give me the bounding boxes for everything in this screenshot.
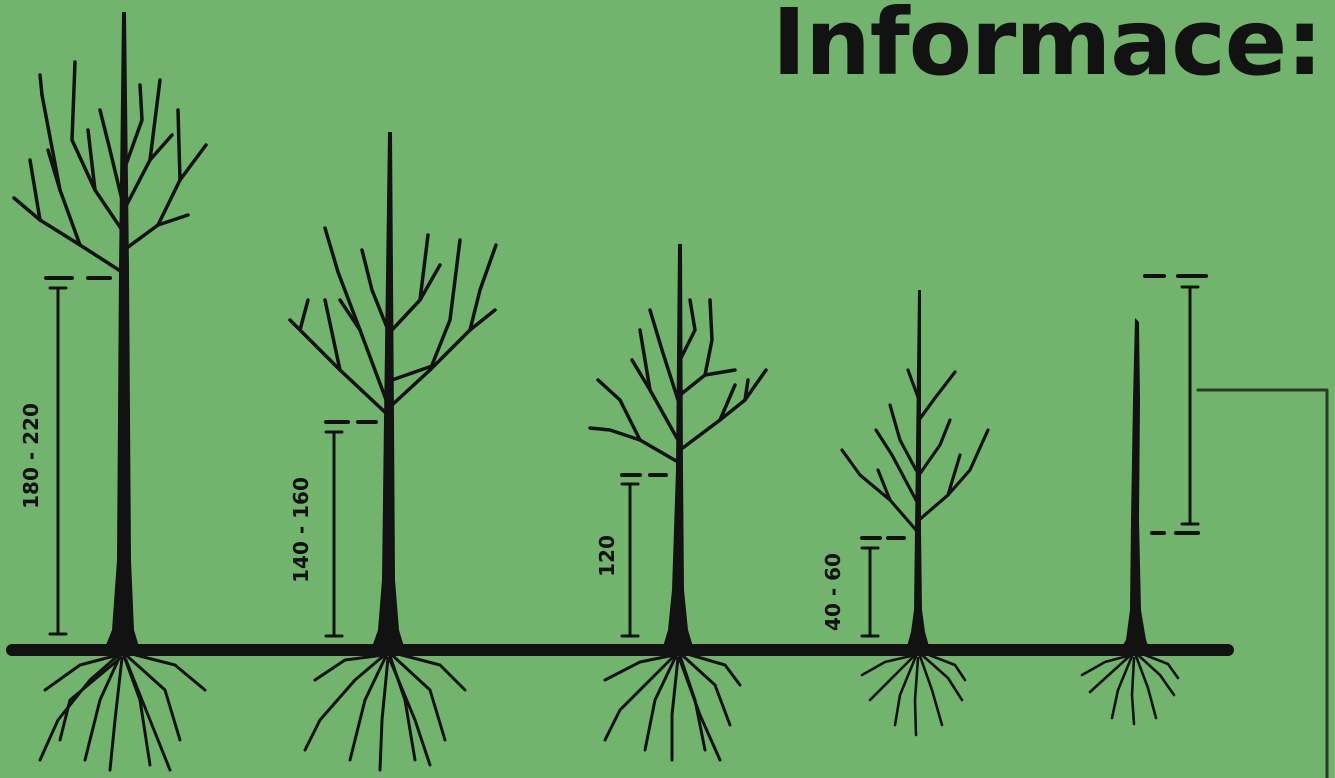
tree-5-roots [1082,652,1178,724]
tree-1 [14,12,206,770]
tree-4-trunk [906,290,930,650]
tree-4-crown [842,370,988,530]
tree-4-roots [862,652,965,735]
tree-1-roots [40,652,205,770]
tree-1-dimension [46,278,110,634]
tree-2-roots [305,652,465,770]
tree-1-trunk [104,12,140,650]
tree-4 [842,290,988,735]
tree-2-dimension [326,422,376,636]
callout-connector [1198,390,1327,778]
tree-3-roots [605,652,740,760]
tree-2 [290,132,496,770]
tree-3 [590,244,766,760]
tree-1-crown [14,62,206,272]
tree-3-dimension [622,475,666,636]
tree-3-height-label: 120 [595,535,619,577]
tree-2-trunk [371,132,405,650]
tree-4-dimension [862,538,904,636]
tree-5-trunk [1120,318,1150,650]
tree-2-height-label: 140 - 160 [289,477,313,583]
tree-1-height-label: 180 - 220 [19,403,43,509]
tree-5 [1082,276,1206,724]
tree-5-dimension [1145,276,1206,533]
tree-4-height-label: 40 - 60 [821,553,845,631]
